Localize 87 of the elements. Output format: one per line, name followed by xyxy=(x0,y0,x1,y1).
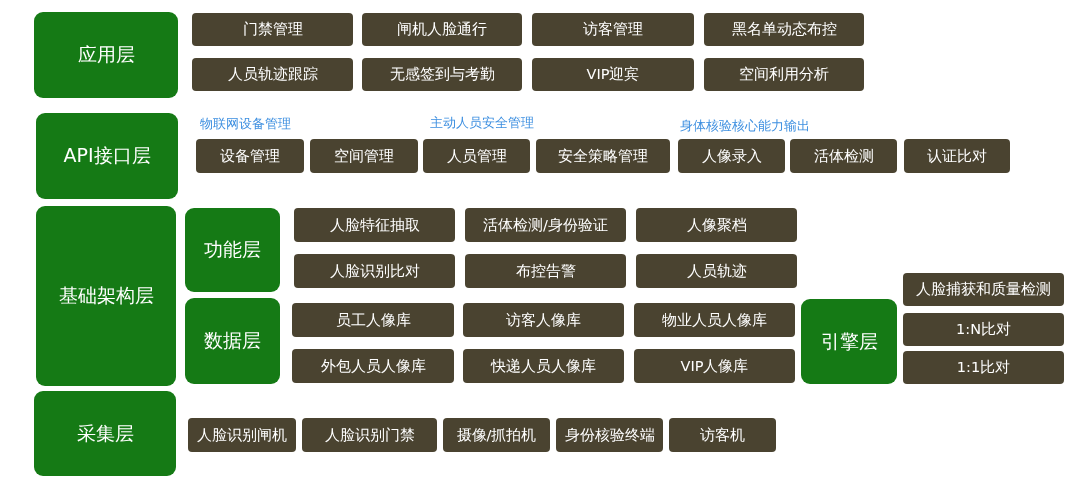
node-text: 人员轨迹 xyxy=(686,261,747,281)
layer-panel xyxy=(801,299,897,384)
module-tile xyxy=(556,418,663,452)
module-tile xyxy=(463,349,624,383)
node-text: 人员轨迹跟踪 xyxy=(227,65,318,84)
module-tile xyxy=(196,139,304,173)
module-tile xyxy=(362,13,522,46)
layer-panel xyxy=(34,12,178,98)
node-text: 布控告警 xyxy=(515,261,576,281)
node-text: 1:N比对 xyxy=(956,320,1011,339)
node-text: 1:1比对 xyxy=(956,358,1011,377)
node-text: 员工人像库 xyxy=(335,310,411,330)
node-text: 人脸特征抽取 xyxy=(329,215,420,235)
node-text: VIP迎宾 xyxy=(586,65,640,84)
module-tile xyxy=(463,303,624,337)
node-text: 人脸识别闸机 xyxy=(197,425,287,445)
node-text: 空间管理 xyxy=(334,146,394,166)
module-tile xyxy=(192,58,353,91)
node-text: 身份核验终端 xyxy=(564,425,655,445)
node-text: 摄像/抓拍机 xyxy=(456,425,537,445)
node-text: 人员管理 xyxy=(446,146,507,166)
node-text: 人脸识别门禁 xyxy=(324,425,415,445)
module-tile xyxy=(302,418,437,452)
module-tile xyxy=(443,418,550,452)
node-text: 设备管理 xyxy=(220,146,280,166)
node-text: 应用层 xyxy=(77,42,135,67)
node-text: 功能层 xyxy=(204,237,261,262)
module-tile xyxy=(903,313,1064,346)
layer-panel xyxy=(185,298,280,384)
node-text: VIP人像库 xyxy=(680,356,749,376)
module-tile xyxy=(310,139,418,173)
module-tile xyxy=(669,418,776,452)
module-tile xyxy=(188,418,296,452)
layer-panel xyxy=(185,208,280,292)
group-heading: 主动人员安全管理 xyxy=(430,114,534,132)
module-tile xyxy=(636,208,797,242)
node-text: 人脸识别比对 xyxy=(329,261,420,281)
node-text: 黑名单动态布控 xyxy=(731,20,837,39)
node-text: 采集层 xyxy=(76,420,134,446)
module-tile xyxy=(790,139,897,173)
module-tile xyxy=(903,351,1064,384)
node-text: 闸机人脸通行 xyxy=(397,20,487,39)
node-text: 人像录入 xyxy=(701,146,762,166)
node-text: 活体检测 xyxy=(813,146,874,166)
node-text: 访客管理 xyxy=(583,20,643,39)
node-text: 无感签到与考勤 xyxy=(389,65,495,84)
module-tile xyxy=(532,58,694,91)
module-tile xyxy=(636,254,797,288)
module-tile xyxy=(536,139,670,173)
node-text: 外包人员人像库 xyxy=(320,356,426,376)
node-text: 物业人员人像库 xyxy=(662,310,767,330)
node-text: 认证比对 xyxy=(927,146,987,166)
group-heading: 物联网设备管理 xyxy=(200,115,291,133)
node-text: 数据层 xyxy=(204,328,261,353)
node-text: 门禁管理 xyxy=(242,20,303,39)
node-text: 人脸捕获和质量检测 xyxy=(916,280,1051,299)
module-tile xyxy=(634,303,795,337)
node-text: 基础架构层 xyxy=(58,283,154,308)
module-tile xyxy=(423,139,530,173)
module-tile xyxy=(465,208,626,242)
node-text: 安全策略管理 xyxy=(558,146,648,166)
module-tile xyxy=(292,303,454,337)
module-tile xyxy=(294,208,455,242)
module-tile xyxy=(192,13,353,46)
module-tile xyxy=(704,58,864,91)
layer-panel xyxy=(36,206,176,386)
module-tile xyxy=(292,349,454,383)
module-tile xyxy=(465,254,626,288)
group-heading: 身体核验核心能力输出 xyxy=(680,117,810,135)
node-text: 访客机 xyxy=(700,425,745,445)
node-text: API接口层 xyxy=(63,143,151,168)
node-text: 引擎层 xyxy=(820,328,878,354)
node-text: 人像聚档 xyxy=(686,215,747,235)
node-text: 空间利用分析 xyxy=(739,65,829,84)
module-tile xyxy=(704,13,864,46)
layer-panel xyxy=(34,391,176,476)
node-text: 访客人像库 xyxy=(506,310,581,330)
module-tile xyxy=(294,254,455,288)
module-tile xyxy=(362,58,522,91)
module-tile xyxy=(904,139,1010,173)
node-text: 活体检测/身份验证 xyxy=(483,215,608,235)
module-tile xyxy=(532,13,694,46)
layer-panel xyxy=(36,113,178,199)
module-tile xyxy=(634,349,795,383)
module-tile xyxy=(903,273,1064,306)
node-text: 快递人员人像库 xyxy=(491,356,596,376)
module-tile xyxy=(678,139,785,173)
